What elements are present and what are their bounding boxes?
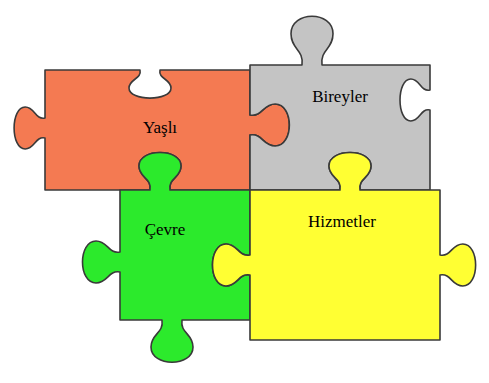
piece-label: Yaşlı [143,119,177,138]
piece-label: Çevre [145,221,186,240]
puzzle-outline [250,16,430,190]
piece-label: Hizmetler [308,213,376,232]
puzzle-piece: Bireyler [250,65,430,190]
puzzle-outline [213,153,476,341]
puzzle-outline [14,70,289,190]
piece-label: Bireyler [312,88,368,107]
puzzle-outline [83,153,251,363]
puzzle-piece: Hizmetler [250,190,440,340]
puzzle-piece: Yaşlı [45,70,250,190]
puzzle-piece: Çevre [120,190,250,320]
